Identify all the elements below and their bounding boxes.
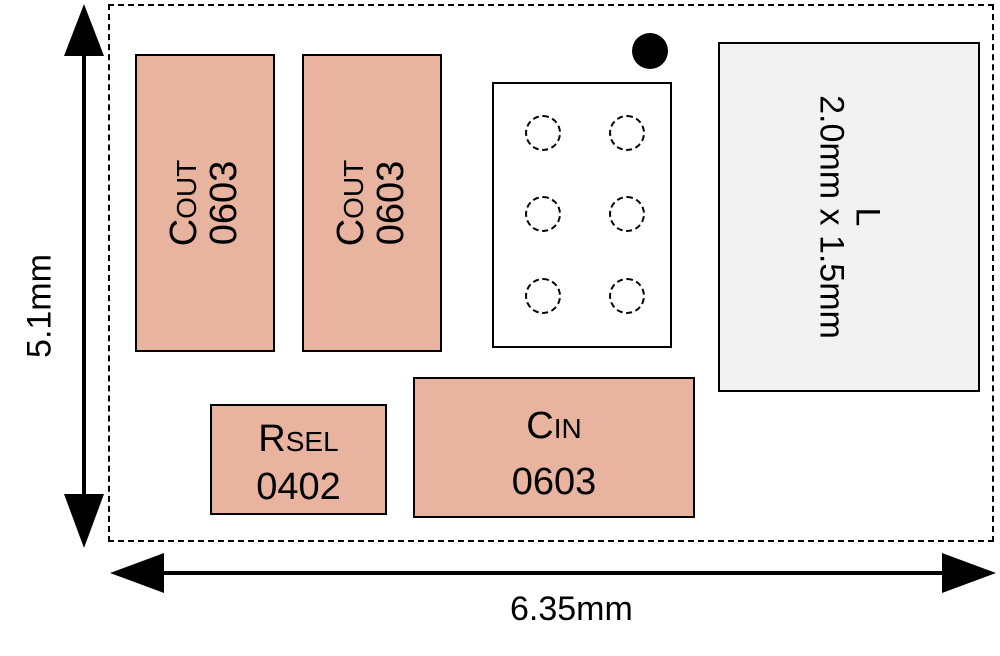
cin-package: 0603 [511,461,597,503]
arrow-right-icon [942,553,996,593]
pin1-indicator [632,33,668,69]
cin-capacitor: CIN 0603 [413,377,695,518]
board-outline [108,4,994,542]
cout-capacitor-1: COUT 0603 [135,54,275,352]
inductor: L 2.0mm x 1.5mm [718,42,980,392]
ic-package [492,82,672,348]
arrow-up-icon [64,4,104,56]
cin-label: CIN [526,405,582,447]
rsel-label: RSEL [258,418,339,460]
arrow-left-icon [110,553,164,593]
cout-capacitor-2: COUT 0603 [302,54,442,352]
solder-bump [525,115,561,151]
solder-bump [525,278,561,314]
rsel-resistor: RSEL 0402 [210,404,387,515]
solder-bump [609,278,645,314]
solder-bump [525,196,561,232]
arrow-down-icon [64,494,104,548]
solder-bump [609,115,645,151]
width-dimension-label: 6.35mm [510,590,633,628]
rsel-package: 0402 [256,466,341,508]
height-dimension-label: 5.1mm [20,254,59,358]
solder-bump [609,196,645,232]
